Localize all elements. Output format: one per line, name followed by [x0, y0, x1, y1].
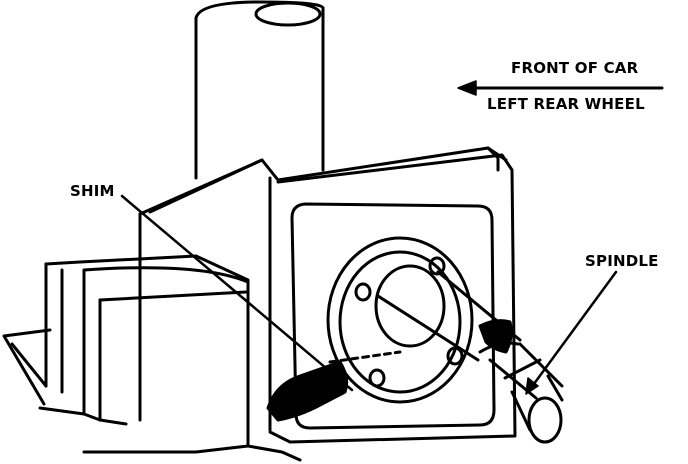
upper-tube [194, 0, 325, 180]
left-rear-wheel-label: LEFT REAR WHEEL [487, 95, 645, 113]
spindle-arrowhead [525, 377, 539, 395]
spindle-leader-line [526, 270, 618, 394]
shim-leader-line [120, 194, 354, 392]
front-direction-arrow [457, 80, 664, 96]
lower-bracket [2, 254, 302, 462]
shim-label: SHIM [70, 182, 115, 200]
spindle-label: SPINDLE [585, 252, 659, 270]
spindle-housing [138, 146, 517, 444]
front-of-car-label: FRONT OF CAR [511, 59, 639, 77]
shims [266, 319, 513, 422]
